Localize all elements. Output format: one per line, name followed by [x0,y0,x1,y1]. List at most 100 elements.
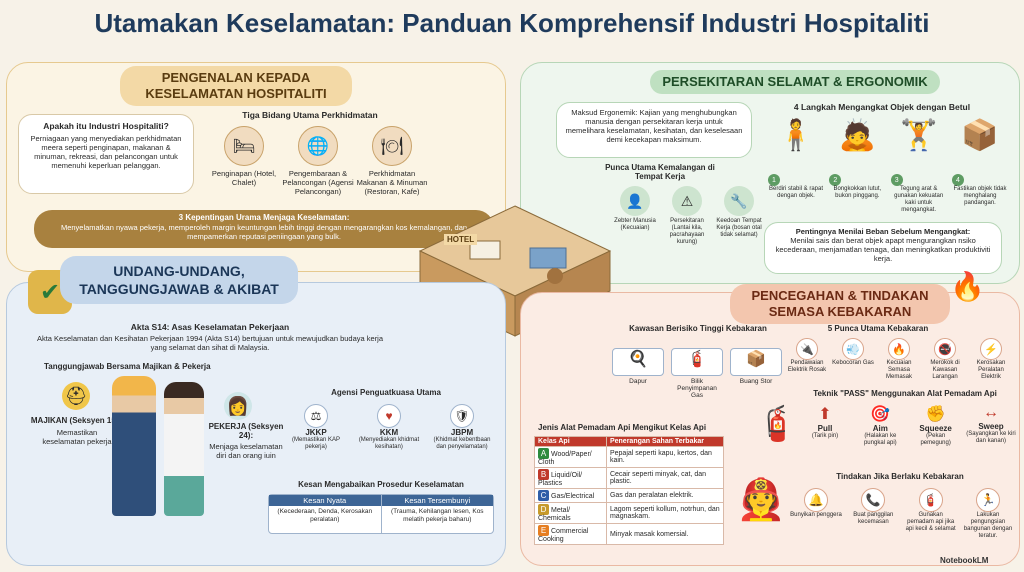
wet-floor-icon: ⚠ [672,186,702,216]
lift-step: 📦 4 Fastikan objek tidak menghalang pand… [951,118,1008,214]
law-header: UNDANG-UNDANG, TANGGUNGJAWAB & AKIBAT [60,256,298,304]
fire-cause-label: Pendawaian Elektrik Rosak [787,360,827,373]
risk-label: Buang Stor [739,378,773,385]
load-text: Menilai sais dan berat objek apapt mengu… [775,236,991,263]
class-desc: Minyak masak komersial. [605,523,725,545]
employer-text: Memastikan keselamatan pekerja [42,428,112,446]
visible-text: (Kecederaan, Denda, Kerosakan peralatan) [277,508,373,523]
agency-title: Agensi Penguatkuasa Utama [331,388,441,397]
bed-icon: 🛏 [224,126,264,166]
agency-name: JKKP [305,428,327,437]
col-class: Kelas Api [534,436,607,447]
risk-label: Bilik Penyimpanan Gas [677,378,717,399]
class-desc: Lagom seperti kollum, notrhun, dan magna… [605,502,725,524]
area-travel: 🌐 Pengembaraan & Pelancongan (Agensi Pel… [282,126,354,206]
scale-icon: ⚖ [304,404,328,428]
class-name: Commercial Cooking [538,528,589,543]
cause-environment: ⚠ Persekitaran (Lantai kila, pacrahayaan… [664,186,710,246]
pass-desc: (Halakan ke pungkal api) [863,433,897,446]
area-food: 🍽 Perkhidmatan Makanan & Minuman (Restor… [356,126,428,206]
lift-step: 🙇 2 Bongkokkan lutut, bukon pinggang. [829,118,885,214]
sweep-icon: ↔ [982,404,999,421]
intro-question-bubble: Apakah itu Industri Hospitaliti? Perniag… [18,114,194,194]
risk-kitchen: 🍳 Dapur [612,348,664,399]
neglect-table: Kesan Nyata (Kecederaan, Denda, Kerosaka… [268,494,494,534]
pass-step: ↔Sweep(Sayangkan ke kiri dan kanan) [966,404,1016,447]
risk-title: Kawasan Berisiko Tinggi Kebakaran [629,324,767,333]
action-title: Tindakan Jika Berlaku Kebakaran [836,472,964,481]
pin-icon: ⬆ [818,406,832,423]
fire-cause-title: 5 Punca Utama Kebakaran [827,324,929,333]
class-badge: E [538,525,549,536]
cause-human: 👤 Zebter Manusia (Kecuaian) [612,186,658,246]
alarm-icon: 🔔 [804,488,828,512]
importance-band: 3 Kepentingan Urama Menjaga Keselamatan:… [34,210,494,248]
kitchen-icon: 🍳 [612,348,664,376]
agency-jbpm: 🛡 JBPM (Khidmat kebentbaan dan penyelama… [430,404,494,451]
hidden-head: Kesan Tersembunyi [381,495,493,506]
fire-cause: 💨Kebocoran Gas [832,338,874,381]
responsibility-illustration: ⛑ MAJIKAN (Seksyen 15): Memastikan kesel… [24,376,254,526]
person-lifting-icon: 🧍 [777,119,815,152]
load-bubble: Pentingnya Menilai Beban Sebelum Mengang… [764,222,1002,274]
pass-word: Squeeze [919,424,952,433]
worker-icon: 👩 [224,392,252,420]
person-lifting-icon: 🙇 [838,119,876,152]
act-title: Akta S14: Asas Keselamatan Pekerjaan [130,322,290,332]
visible-head: Kesan Nyata [269,495,381,506]
intro-header: PENGENALAN KEPADA KESELAMATAN HOSPITALIT… [120,66,352,106]
class-badge: A [538,448,549,459]
no-smoking-icon: 🚭 [934,338,956,360]
plug-icon: 🔌 [796,338,818,360]
page-title: Utamakan Keselamatan: Panduan Komprehens… [94,8,930,38]
pass-step: ⬆Pull(Tarik pin) [800,404,850,447]
step-label: Tegung arat & gunakan kekuatan kaki untu… [894,186,944,213]
gas-icon: 💨 [842,338,864,360]
step-label: Bongkokkan lutut, bukon pinggang. [833,186,882,199]
area-label: Pengembaraan & Pelancongan (Agensi Pelan… [282,169,354,196]
step-number: 4 [951,174,964,186]
agency-desc: (Memastikan KAP pekerja) [291,437,340,450]
aim-icon: 🎯 [870,406,891,423]
agency-name: JBPM [450,428,474,437]
action-label: Buat panggilan kecemasan [853,512,894,525]
extinguisher-icon: 🧯 [756,405,799,443]
storeroom-icon: 📦 [730,348,782,376]
neglect-title: Kesan Mengabaikan Prosedur Keselamatan [298,480,464,489]
act-text: Akta Keselamatan dan Kesihatan Pekerjaan… [36,334,384,352]
class-name: Liquid/Oil/ Plastics [538,472,583,487]
person-lifting-icon: 🏋 [899,119,938,152]
agency-desc: (Khidmat kebentbaan dan penyelamatan) [433,437,491,450]
step-number: 2 [829,174,842,186]
extinguisher-icon: 🧯 [918,488,943,512]
employer-figure [112,376,156,516]
fire-cause: ⚡Kerosakan Peralatan Elektrik [970,338,1012,381]
fire-cause: 🔥Kecuaian Semasa Memasak [878,338,920,381]
fire-cause: 🚭Merokok di Kawasan Larangan [924,338,966,381]
person-lifting-icon: 📦 [961,119,999,152]
class-name: Metal/ Chemicals [538,507,571,522]
phone-icon: 📞 [861,488,886,512]
ergonomic-meaning: Maksud Ergonemik: Kajian yang menghubung… [556,102,752,158]
tools-icon: 🔧 [724,186,754,216]
step-label: Fastikan objek tidak menghalang pandanga… [953,186,1007,206]
pass-desc: (Pekan pemegung) [920,433,951,446]
watermark: NotebookLM [940,556,989,565]
fire-cause-label: Kecuaian Semasa Memasak [885,360,912,380]
class-badge: B [538,469,549,480]
areas-title: Tiga Bidang Utama Perkhidmatan [242,110,378,120]
risk-store: 📦 Buang Stor [730,348,782,399]
action-label: Lakukan pengungsian bangunan dengan tera… [963,512,1013,539]
pass-desc: (Tarik pin) [811,433,839,439]
squeeze-icon: ✊ [925,406,946,423]
worker-figure [164,382,204,516]
intro-question: Apakah itu Industri Hospitaliti? [43,121,169,131]
ergonomic-meaning-text: Maksud Ergonemik: Kajian yang menghubung… [565,108,743,144]
ext-title: Jenis Alat Pemadam Api Mengikut Kelas Ap… [538,423,707,432]
pass-word: Pull [817,424,833,433]
class-name: Gas/Electrical [551,493,595,500]
